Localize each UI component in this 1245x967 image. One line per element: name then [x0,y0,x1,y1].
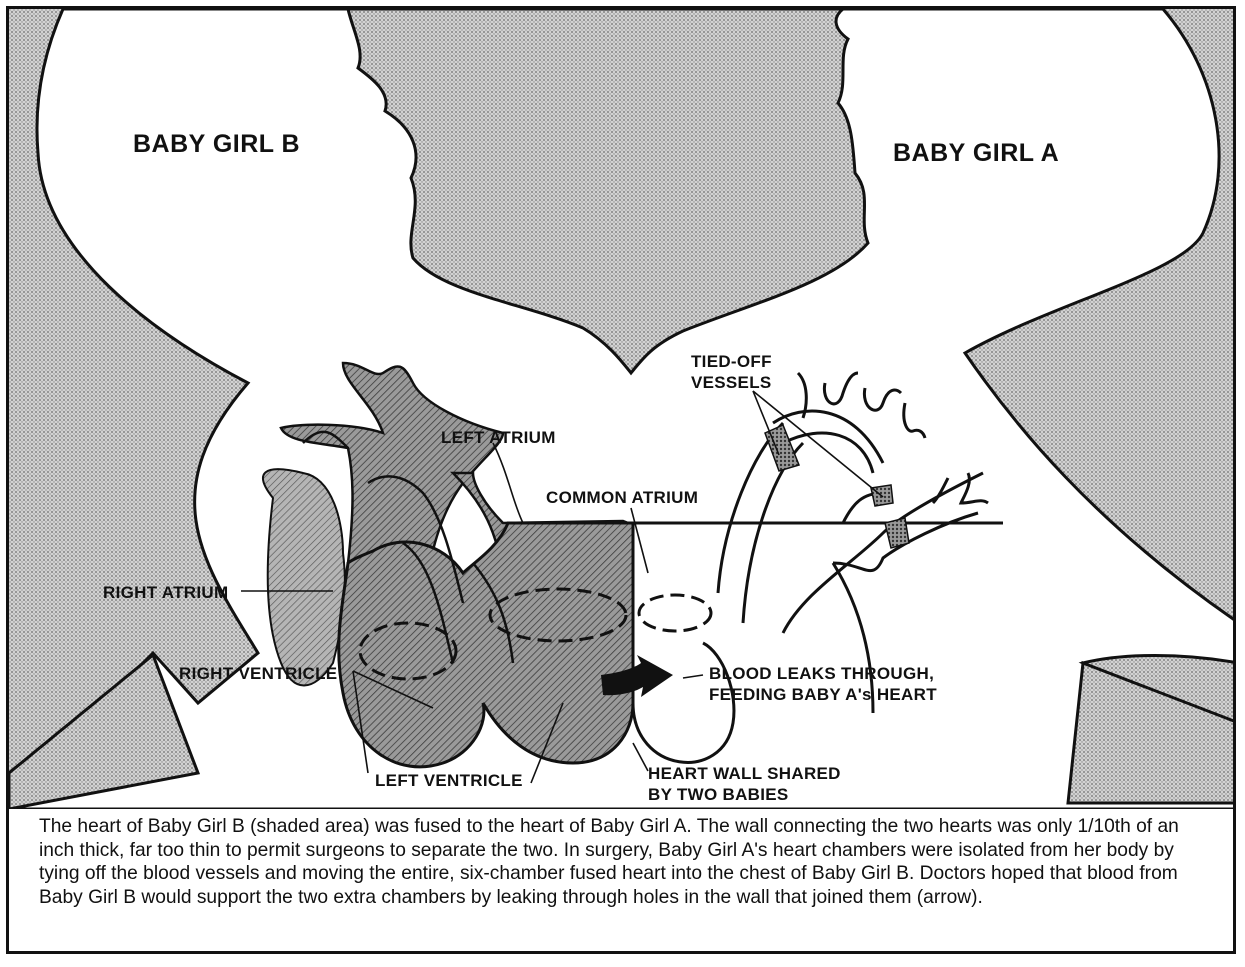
label-heart-wall-1: HEART WALL SHARED [648,764,841,783]
label-common-atrium: COMMON ATRIUM [546,488,698,507]
label-left-atrium: LEFT ATRIUM [441,428,556,447]
label-tied-off-2: VESSELS [691,373,772,392]
label-left-ventricle: LEFT VENTRICLE [375,771,523,790]
label-blood-leaks-2: FEEDING BABY A's HEART [709,685,937,704]
label-blood-leaks-1: BLOOD LEAKS THROUGH, [709,664,934,683]
label-right-ventricle: RIGHT VENTRICLE [179,664,337,683]
label-baby-b: BABY GIRL B [133,130,300,158]
label-baby-a: BABY GIRL A [893,139,1059,167]
conjoined-heart-diagram: BABY GIRL B BABY GIRL A TIED-OFF VESSELS… [9,9,1236,809]
figure-caption: The heart of Baby Girl B (shaded area) w… [39,815,1209,909]
label-heart-wall-2: BY TWO BABIES [648,785,789,804]
figure-frame: BABY GIRL B BABY GIRL A TIED-OFF VESSELS… [6,6,1236,954]
label-tied-off-1: TIED-OFF [691,352,772,371]
label-right-atrium: RIGHT ATRIUM [103,583,228,602]
